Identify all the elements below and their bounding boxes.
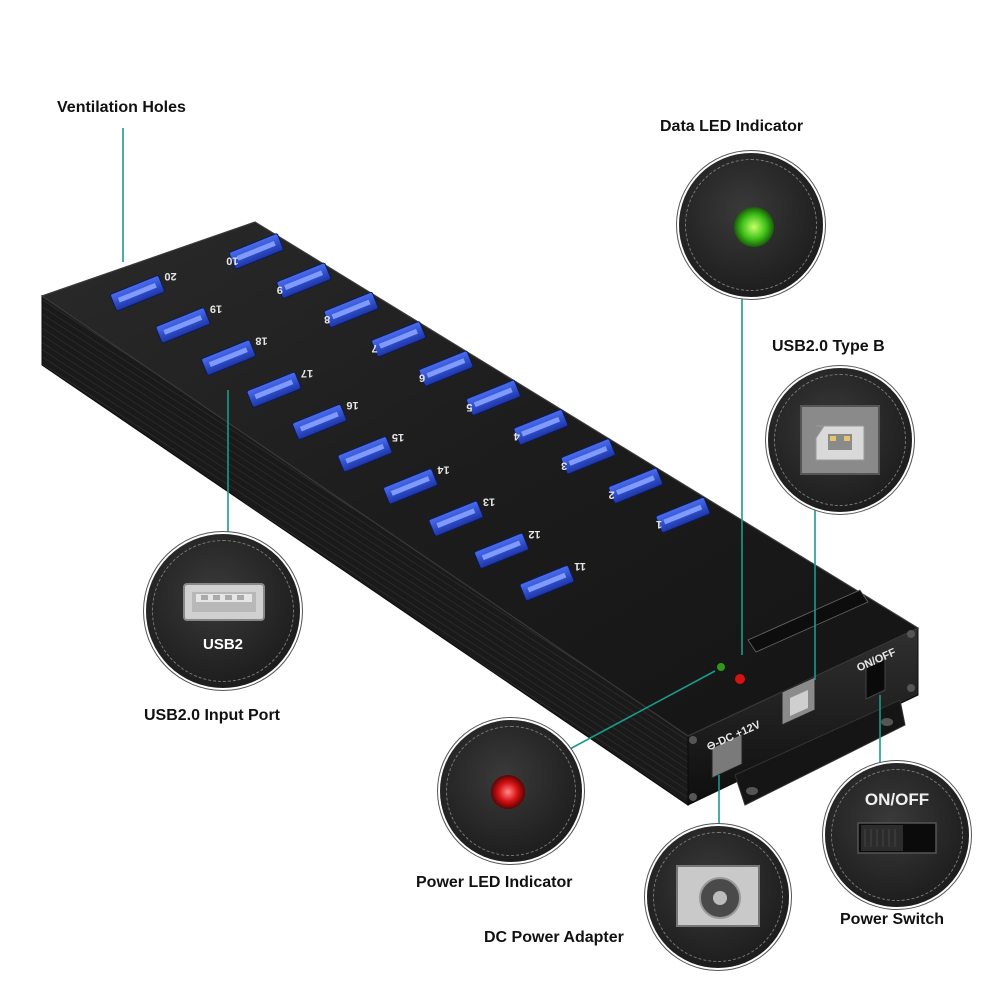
ventilation-holes-label: Ventilation Holes <box>57 99 186 116</box>
rocker-switch-icon <box>857 822 937 854</box>
port-number-2: 2 <box>609 489 615 501</box>
power-led-label: Power LED Indicator <box>416 874 573 891</box>
port-number-9: 9 <box>277 284 283 296</box>
port-number-3: 3 <box>561 459 567 471</box>
data-led-on-device <box>717 663 725 671</box>
port-number-10: 10 <box>226 254 238 266</box>
port-number-5: 5 <box>466 401 472 413</box>
port-number-4: 4 <box>513 430 520 442</box>
usb-input-bubble: USB2 <box>146 534 300 688</box>
usb-port-11 <box>519 565 575 601</box>
usb-port-20 <box>110 275 165 312</box>
usb-port-15 <box>337 436 393 473</box>
port-number-14: 14 <box>437 463 450 475</box>
usb-port-5 <box>466 379 521 416</box>
hub-top-face <box>40 221 920 737</box>
data-led-label: Data LED Indicator <box>660 118 804 135</box>
usb2-bubble-label: USB2 <box>202 636 243 653</box>
usb-port-9 <box>276 262 332 299</box>
port-number-18: 18 <box>255 335 267 347</box>
usb-port-17 <box>246 371 302 408</box>
usb-port-18 <box>201 339 256 376</box>
usb-port-16 <box>292 404 347 440</box>
port-number-19: 19 <box>210 302 222 314</box>
usb-port-4 <box>513 409 569 446</box>
mounting-bracket <box>734 699 906 806</box>
port-number-16: 16 <box>346 399 358 411</box>
power-led-on-device <box>735 674 745 684</box>
usb-port-19 <box>155 307 211 344</box>
usb-b-bubble <box>768 368 912 512</box>
usb-port-14 <box>383 468 438 505</box>
dc-jack-icon <box>676 865 760 927</box>
port-number-6: 6 <box>419 372 425 384</box>
dc-jack-on-device <box>711 733 743 779</box>
usb-type-b-label: USB2.0 Type B <box>772 338 885 355</box>
onoff-bubble-label: ON/OFF <box>864 790 930 809</box>
port-number-7: 7 <box>372 342 378 354</box>
port-number-8: 8 <box>324 313 330 325</box>
power-led-bubble <box>440 720 582 862</box>
port-number-13: 13 <box>483 496 495 508</box>
usb-port-12 <box>474 532 529 569</box>
green-led-icon <box>734 207 774 247</box>
switch-bubble: ON/OFF <box>825 763 969 907</box>
usb-b-port-icon <box>800 405 880 475</box>
dc-power-adapter-label: DC Power Adapter <box>484 929 624 946</box>
usb-port-6 <box>418 350 474 387</box>
usb-port-3 <box>560 438 616 475</box>
port-number-17: 17 <box>301 367 313 379</box>
dc-jack-bubble <box>647 826 789 968</box>
port-number-11: 11 <box>574 560 586 572</box>
usb-port-1 <box>655 497 711 533</box>
power-switch-label: Power Switch <box>840 911 945 928</box>
usb-port-10 <box>229 233 284 270</box>
brand-sticker <box>747 589 869 653</box>
switch-on-device <box>865 658 886 700</box>
port-number-12: 12 <box>528 528 540 540</box>
usb-port-13 <box>428 500 484 537</box>
usb-a-port-icon <box>183 583 265 621</box>
usb-port-7 <box>371 321 426 358</box>
port-number-15: 15 <box>392 431 404 443</box>
usb-port-8 <box>323 291 379 328</box>
red-led-icon <box>491 775 525 809</box>
line-power-led <box>567 670 716 751</box>
port-number-20: 20 <box>164 270 176 282</box>
port-number-1: 1 <box>656 518 662 530</box>
usb-port-2 <box>608 467 663 504</box>
data-led-bubble <box>679 153 823 297</box>
usb-input-port-label: USB2.0 Input Port <box>144 707 281 724</box>
